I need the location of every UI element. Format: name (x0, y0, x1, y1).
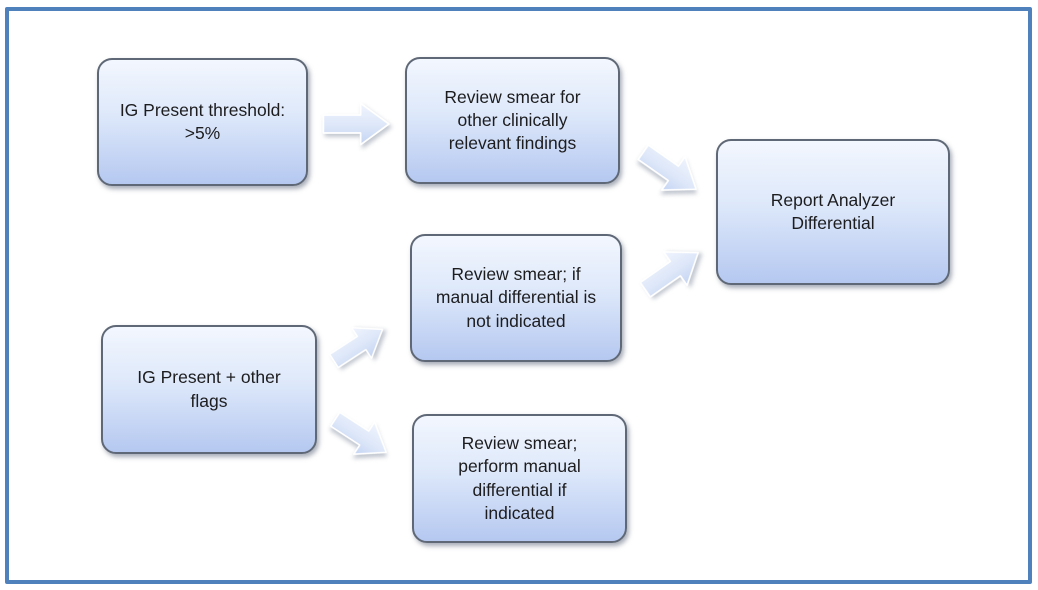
node-label: Review smear; perform manual differentia… (458, 433, 581, 523)
node-review-smear-perform-manual: Review smear; perform manual differentia… (412, 414, 627, 543)
node-label: Review smear for other clinically releva… (444, 86, 581, 154)
node-report-analyzer-differential: Report Analyzer Differential (716, 139, 950, 285)
block-arrow-up-right-icon (639, 251, 700, 298)
node-ig-present-threshold: IG Present threshold: >5% (97, 58, 308, 186)
node-label: IG Present + other flags (137, 367, 281, 411)
block-arrow-right-icon (322, 102, 390, 146)
node-label: IG Present threshold: >5% (119, 99, 286, 143)
block-arrow-down-right-icon (637, 144, 698, 191)
node-review-smear-clinical: Review smear for other clinically releva… (405, 57, 620, 184)
block-arrow-down-right-icon (329, 411, 388, 455)
node-label: Review smear; if manual differential is … (435, 264, 597, 331)
node-label: Report Analyzer Differential (770, 189, 896, 233)
node-review-smear-not-indicated: Review smear; if manual differential is … (410, 234, 622, 362)
node-ig-present-other-flags: IG Present + other flags (101, 325, 317, 454)
block-arrow-up-right-icon (328, 326, 384, 369)
